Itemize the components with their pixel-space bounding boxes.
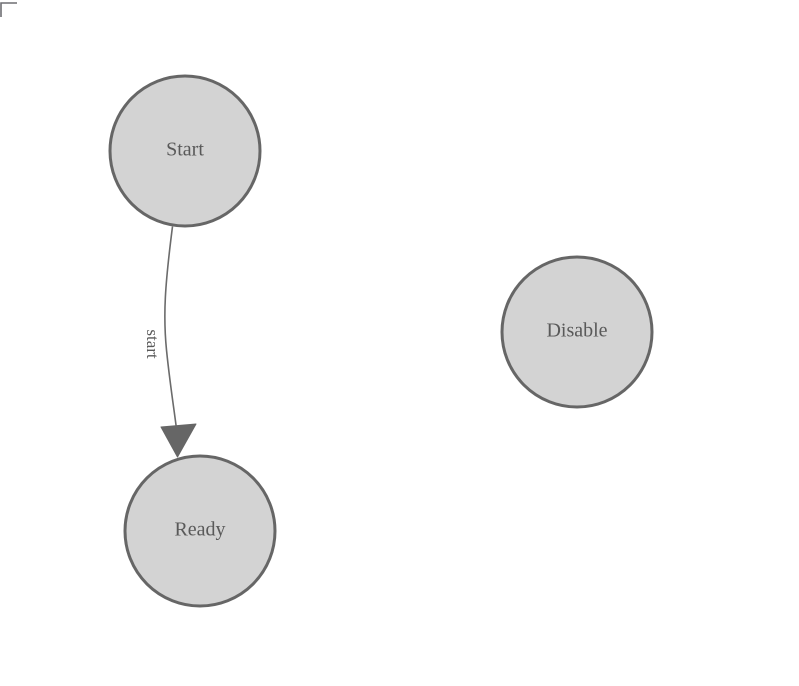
node-start[interactable]: Start: [108, 74, 262, 228]
node-disable-circle[interactable]: [500, 255, 654, 409]
node-disable-label: Disable: [546, 320, 607, 342]
node-start-circle[interactable]: [108, 74, 262, 228]
node-ready-label: Ready: [174, 519, 225, 541]
edge-path: [164, 226, 179, 438]
node-ready-circle[interactable]: [123, 454, 277, 608]
edge-arrowhead-icon: [160, 423, 197, 458]
node-start-label: Start: [166, 139, 204, 161]
edge-label-group: start: [143, 329, 162, 359]
edge-start-to-ready[interactable]: start: [143, 226, 197, 458]
node-ready[interactable]: Ready: [123, 454, 277, 608]
edge-label-start: start: [143, 329, 162, 359]
canvas-corner-mark-icon: [0, 2, 17, 17]
node-disable[interactable]: Disable: [500, 255, 654, 409]
